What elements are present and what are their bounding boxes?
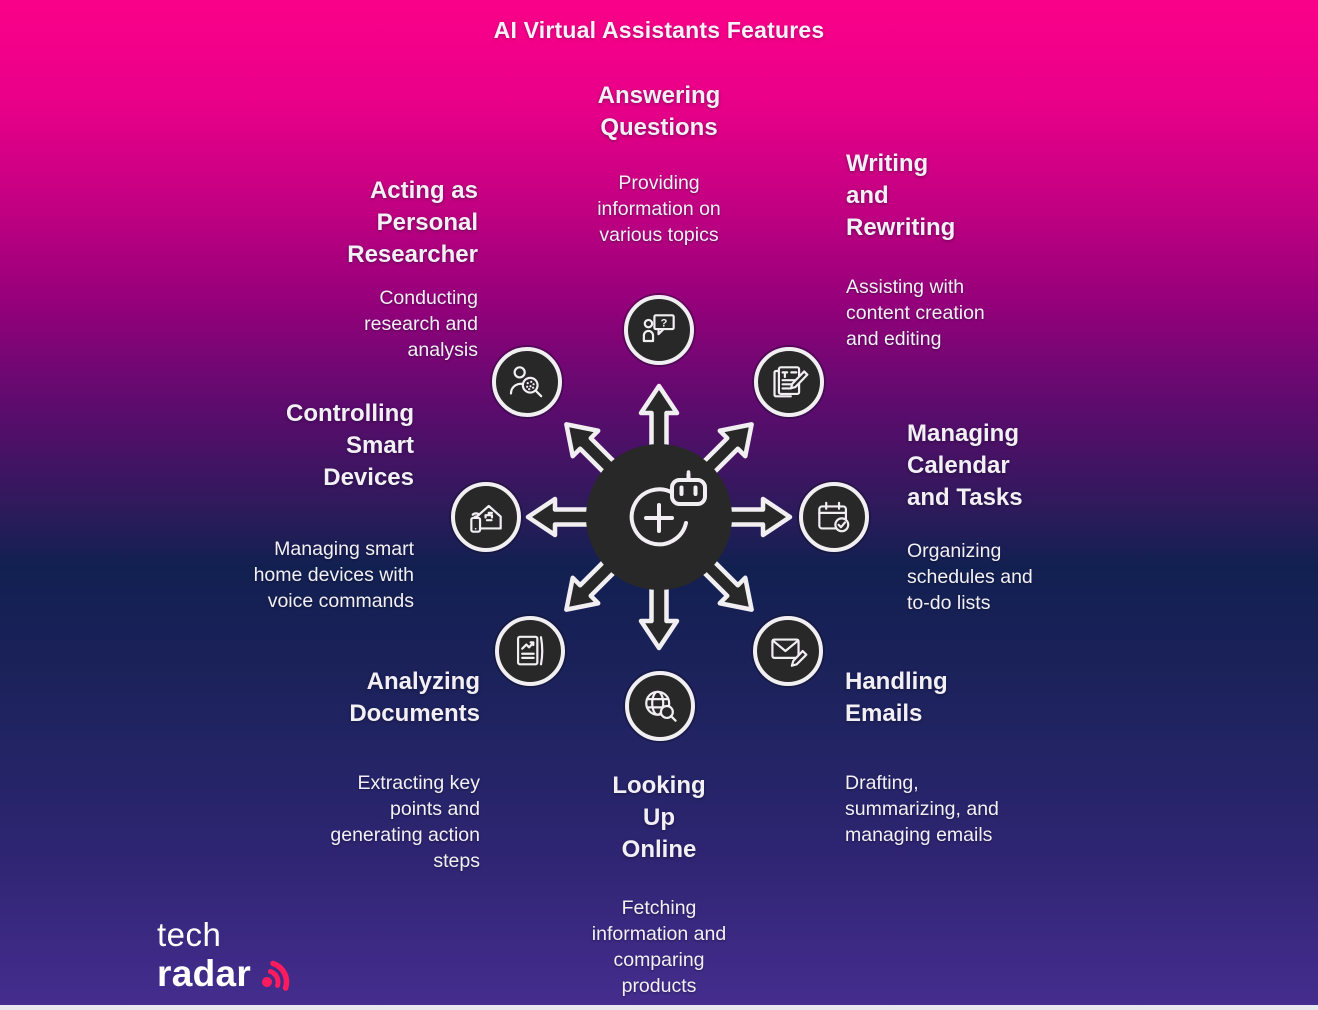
- logo-tech-text: tech: [157, 916, 222, 953]
- person-magnifier-icon: [509, 366, 543, 398]
- handling-emails-node: [753, 616, 823, 686]
- feature-title: Managing Calendar and Tasks: [907, 420, 1023, 511]
- feature-looking-up-online: Looking Up Online Fetching information a…: [534, 770, 784, 999]
- feature-handling-emails: Handling Emails Drafting, summarizing, a…: [845, 666, 1095, 848]
- radar-waves-icon: [262, 960, 290, 991]
- document-chart-icon: [516, 635, 544, 666]
- ai-assistant-robot-icon: [629, 470, 707, 547]
- feature-analyzing-documents: Analyzing Documents Extracting key point…: [218, 666, 480, 874]
- feature-title: Handling Emails: [845, 668, 948, 727]
- feature-title: Answering Questions: [597, 82, 721, 141]
- feature-title: Looking Up Online: [612, 772, 706, 863]
- page-title: AI Virtual Assistants Features: [493, 17, 825, 43]
- feature-description: Fetching information and comparing produ…: [591, 897, 727, 997]
- feature-title: Acting as Personal Researcher: [347, 177, 478, 268]
- envelope-pencil-icon: [771, 638, 808, 667]
- calendar-check-icon: [818, 501, 850, 533]
- looking-up-online-node: [625, 671, 695, 741]
- person-question-bubble-icon: ?: [642, 314, 675, 343]
- feature-title: Analyzing Documents: [349, 668, 480, 727]
- bottom-edge-strip: [0, 1005, 1318, 1010]
- feature-acting-as-personal-researcher: Acting as Personal Researcher Conducting…: [218, 175, 478, 363]
- svg-text:?: ?: [661, 317, 668, 329]
- feature-description: Providing information on various topics: [597, 172, 721, 246]
- techradar-logo: tech radar: [157, 918, 298, 992]
- feature-title: Writing and Rewriting: [846, 150, 956, 241]
- feature-description: Organizing schedules and to-do lists: [907, 540, 1033, 614]
- analyzing-documents-node: [495, 616, 565, 686]
- feature-writing-and-rewriting: Writing and Rewriting Assisting with con…: [846, 148, 1086, 352]
- writing-rewriting-node: [754, 347, 824, 417]
- feature-description: Managing smart home devices with voice c…: [253, 538, 414, 612]
- feature-description: Extracting key points and generating act…: [330, 772, 480, 872]
- feature-managing-calendar-and-tasks: Managing Calendar and Tasks Organizing s…: [907, 418, 1147, 616]
- logo-radar-text: radar: [157, 953, 252, 994]
- answering-questions-node: ?: [624, 295, 694, 365]
- personal-researcher-node: [492, 347, 562, 417]
- feature-controlling-smart-devices: Controlling Smart Devices Managing smart…: [152, 398, 414, 614]
- smart-home-phone-icon: [470, 504, 502, 533]
- hub-arrows-graphic: [525, 383, 793, 651]
- center-hub: [519, 377, 799, 657]
- feature-title: Controlling Smart Devices: [286, 400, 414, 491]
- document-pencil-icon: [773, 366, 809, 398]
- feature-description: Assisting with content creation and edit…: [846, 276, 985, 350]
- feature-description: Conducting research and analysis: [364, 287, 478, 361]
- feature-answering-questions: Answering Questions Providing informatio…: [534, 80, 784, 248]
- smart-devices-node: [451, 482, 521, 552]
- calendar-tasks-node: [799, 482, 869, 552]
- feature-description: Drafting, summarizing, and managing emai…: [845, 772, 999, 846]
- globe-magnifier-icon: [645, 690, 677, 722]
